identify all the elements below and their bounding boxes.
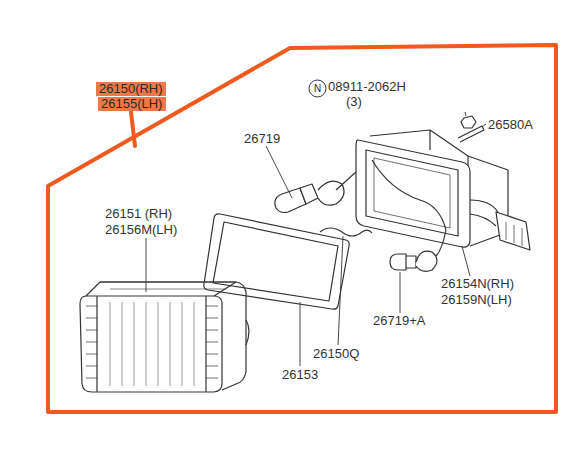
lens <box>80 282 249 392</box>
part-number: 26155(LH) <box>101 97 163 111</box>
callout-number: 26156M(LH) <box>104 222 178 237</box>
callout-number: 26151 (RH) <box>104 206 173 221</box>
callout-number: 26580A <box>487 117 534 132</box>
part-number: N <box>314 82 321 96</box>
parts <box>80 116 530 392</box>
circled-symbol: N <box>308 79 327 98</box>
highlight-outline <box>48 45 556 412</box>
housing <box>356 130 530 256</box>
callout-number: 26719+A <box>372 313 426 328</box>
wire <box>320 228 372 236</box>
highlight-band: 26155(LH) <box>98 97 166 111</box>
callout-number: 26153 <box>281 367 319 382</box>
highlight-band: 26150(RH) <box>96 82 166 96</box>
group-outline <box>48 45 556 412</box>
part-number: 26150(RH) <box>99 82 163 96</box>
callout-number: (3) <box>345 94 363 109</box>
group-leader <box>131 112 135 146</box>
callout-number: 26719 <box>243 131 281 146</box>
leader-lines <box>146 112 486 366</box>
small-bulb <box>390 251 437 271</box>
bulb <box>275 172 356 213</box>
callout-number: 08911-2062H <box>327 79 407 94</box>
callout-number: 26150Q <box>312 346 360 361</box>
callout-number: 26159N(LH) <box>440 292 513 307</box>
nut <box>461 116 476 128</box>
callout-number: 26154N(RH) <box>440 276 515 291</box>
